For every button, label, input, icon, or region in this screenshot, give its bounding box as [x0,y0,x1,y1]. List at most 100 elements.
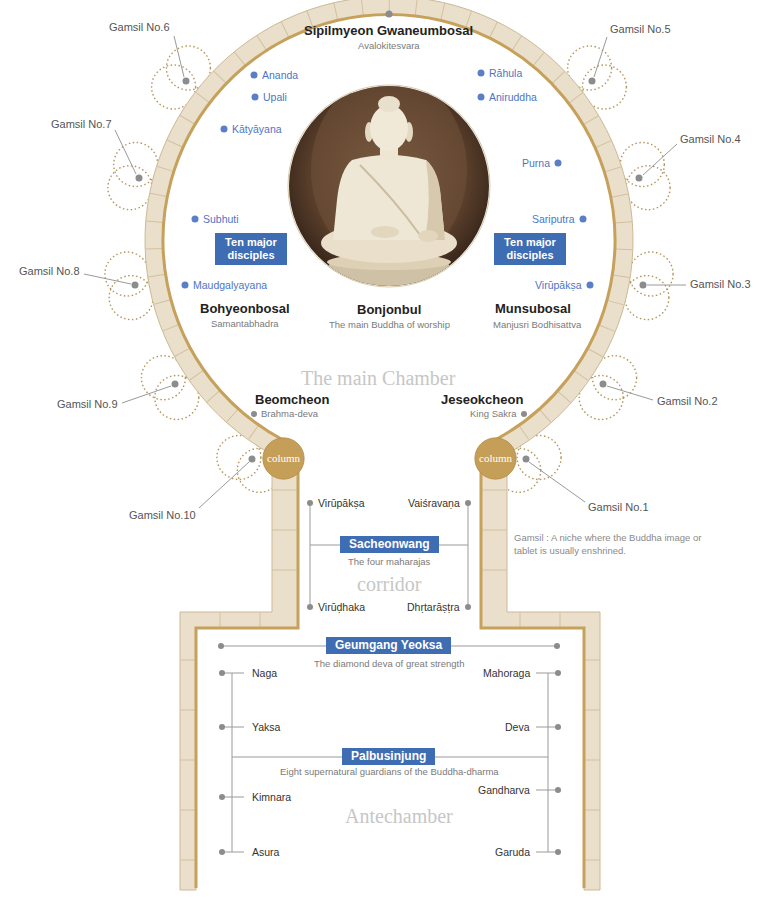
bracket [222,673,558,852]
marker-dot [523,456,530,463]
node-text: Ten major disciples [499,236,561,262]
area-name: The main Chamber [301,366,455,390]
disciples-box: Ten major disciples [215,233,287,265]
stone-wall-right [481,452,600,890]
guardian-name: Dhṛtarāṣṭra [407,601,460,614]
marker-dot [252,94,259,101]
node-text: column [267,452,300,464]
marker-dot [219,670,225,676]
marker-dot [132,282,139,289]
photo-content [289,75,489,288]
node-text: column [479,452,512,464]
node-text: Geumgang Yeoksa [335,638,442,652]
arm-shadow [425,160,445,240]
marker-dot [251,72,258,79]
marker-dot [172,381,179,388]
gamsil-label: Gamsil No.9 [57,398,118,411]
area-name: corridor [357,572,421,596]
marker-dot [600,381,607,388]
marker-dot [555,160,562,167]
guardian-name: Asura [252,846,279,859]
bracket [310,503,468,607]
marker-dot [478,70,485,77]
torso [333,155,445,240]
marker-dot [249,456,256,463]
disciple-name: Virūpākṣa [535,279,582,292]
robe-fold [360,165,420,235]
disciple-name: Maudgalyayana [193,279,267,292]
guardian-name: Naga [252,667,277,680]
note-text: Gamsil : A niche where the Buddha image … [514,532,710,558]
stone-ring [145,0,633,454]
marker-dot [251,411,257,417]
gamsil-lobe [629,252,673,296]
leader-line [594,37,607,77]
marker-dot [307,500,313,506]
leader-line [529,462,585,502]
leader-line [84,274,131,284]
gamsil-label: Gamsil No.3 [690,278,751,291]
disciple-name: Purna [522,157,550,170]
marker-dot [218,643,224,649]
marker-dot [465,604,471,610]
figure-name: Bonjonbul [357,302,421,318]
gamsil-label: Gamsil No.7 [51,118,112,131]
disciple-name: Sariputra [532,213,575,226]
marker-dot [636,175,643,182]
gamsil-label: Gamsil No.4 [680,133,741,146]
figure-name: Beomcheon [255,392,329,408]
gamsil-lobe [625,276,669,320]
gamsil-label: Gamsil No.5 [610,23,671,36]
hand [371,226,399,238]
marker-dot [465,500,471,506]
figure-name: Sipilmyeon Gwaneumbosal [304,23,473,39]
marker-dot [183,78,190,85]
marker-dot [580,216,587,223]
figure-subtitle: The diamond deva of great strength [314,658,465,669]
figure-subtitle: Avalokitesvara [358,40,420,51]
guardian-name: Virūḍhaka [318,601,365,614]
marker-dot [640,282,647,289]
gamsil-lobe [105,252,149,296]
leader-line [647,285,686,286]
marker-dot [589,78,596,85]
marker-dot [555,849,561,855]
grey-dots [132,11,647,856]
figure-subtitle: Manjusri Bodhisattva [493,319,581,330]
area-name: Antechamber [345,804,453,828]
marker-dot [221,126,228,133]
column-circle: column [474,437,517,480]
guardian-name: Gandharva [478,784,530,797]
disciple-name: Kātyāyana [232,123,282,136]
marker-dot [192,216,199,223]
leader-line [174,36,184,77]
marker-dot [136,175,143,182]
stone-seams [154,5,624,447]
corridor-wall-left [196,470,298,888]
disciple-dots [182,70,594,289]
node-text: Sacheonwang [349,537,430,551]
chamber-outline [163,14,615,888]
gamsil-lobe [626,166,670,210]
gamsil-lobe [114,143,158,187]
stone-wall-left [180,452,298,890]
figure-subtitle: The main Buddha of worship [329,319,450,330]
marker-dot [219,724,225,730]
marker-dot [555,724,561,730]
marker-dot [555,787,561,793]
figure-subtitle: Eight supernatural guardians of the Budd… [280,766,499,777]
guardian-name: Yaksa [252,721,280,734]
gamsil-label: Gamsil No.1 [588,501,649,514]
figure-subtitle: King Sakra [470,408,516,419]
figure-name: Bohyeonbosal [200,301,290,317]
marker-dot [219,794,225,800]
column-fill [475,438,516,479]
leader-line [643,144,677,175]
guardian-name: Kimnara [252,791,291,804]
hand [418,230,438,242]
stone-walls [145,0,633,890]
marker-dot [555,670,561,676]
